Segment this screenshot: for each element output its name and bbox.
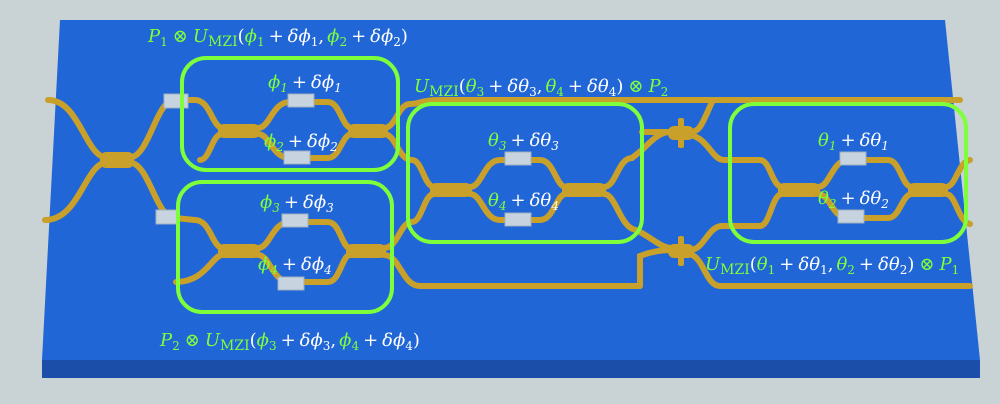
phase-label-theta2: θ2+δθ2: [818, 188, 889, 211]
cross-top-b: [687, 132, 763, 163]
phase-label-phi1: ϕ1+δϕ1: [268, 72, 342, 95]
heater-phi1: [287, 93, 315, 108]
heater-theta1: [839, 151, 867, 166]
phase-label-phi2: ϕ2+δϕ2: [264, 131, 338, 154]
mzi3-out-bottom: [601, 191, 675, 251]
label-mzi-bottom-left: P2⊗UMZI(ϕ3+δϕ3,ϕ4+δϕ4): [159, 330, 420, 354]
mzi2-arm-top: [255, 219, 353, 251]
phase-label-phi4: ϕ4+δϕ4: [258, 254, 332, 277]
cross-post-top: [678, 118, 684, 148]
heater-theta4: [504, 212, 532, 227]
mzi2-arm-bottom: [255, 252, 353, 285]
cross-post-bottom: [678, 236, 684, 266]
heater-input-bottom: [155, 209, 179, 225]
cross-bottom-a: [687, 223, 763, 253]
box-mzi4: [728, 102, 968, 244]
heater-theta3: [504, 151, 532, 166]
bus-top: [407, 97, 963, 107]
mzi2-in-bottom: [173, 252, 225, 285]
bus-left-mid: [637, 247, 675, 289]
phase-label-theta4: θ4+δθ4: [488, 190, 559, 213]
box-mzi2: [176, 180, 394, 314]
phase-label-theta1: θ1+δθ1: [818, 130, 889, 153]
heater-phi2: [283, 150, 311, 165]
box-mzi3: [406, 102, 644, 244]
chip-side-face: [42, 360, 980, 378]
label-mzi-right: UMZI(θ1+δθ1,θ2+δθ2)⊗P1: [705, 254, 959, 278]
box-mzi1: [180, 56, 400, 172]
heater-phi3: [281, 213, 309, 228]
coupler-mzi1-b: [348, 124, 388, 138]
label-mzi-middle: UMZI(θ3+δθ3,θ4+δθ4)⊗P2: [414, 76, 668, 100]
coupler-mzi1-a: [218, 124, 260, 138]
cross-bottom-b: [687, 251, 723, 289]
label-mzi-top-left: P1⊗UMZI(ϕ1+δϕ1,ϕ2+δϕ2): [147, 26, 408, 50]
coupler-mzi4-b: [908, 183, 948, 197]
coupler-input: [100, 152, 134, 168]
coupler-mzi2-a: [218, 244, 260, 258]
coupler-mzi2-b: [346, 244, 386, 258]
heater-input-top: [163, 93, 189, 109]
heater-theta2: [837, 209, 865, 224]
couplers: [100, 118, 948, 266]
mzi2-out-bottom: [381, 252, 643, 289]
mzi-boxes: [176, 56, 968, 314]
coupler-mzi4-a: [778, 183, 820, 197]
coupler-mzi3-a: [430, 183, 472, 197]
phase-labels: ϕ1+δϕ1 ϕ2+δϕ2 ϕ3+δϕ3 ϕ4+δϕ4 θ3+δθ3 θ4+δθ…: [258, 72, 889, 277]
mzi4-arm-top: [815, 157, 915, 190]
heater-phi4: [277, 276, 305, 291]
phase-label-theta3: θ3+δθ3: [488, 130, 559, 153]
coupler-mzi3-b: [562, 183, 606, 197]
phase-label-phi3: ϕ3+δϕ3: [260, 192, 334, 215]
mzi4-arm-bottom: [815, 191, 915, 221]
